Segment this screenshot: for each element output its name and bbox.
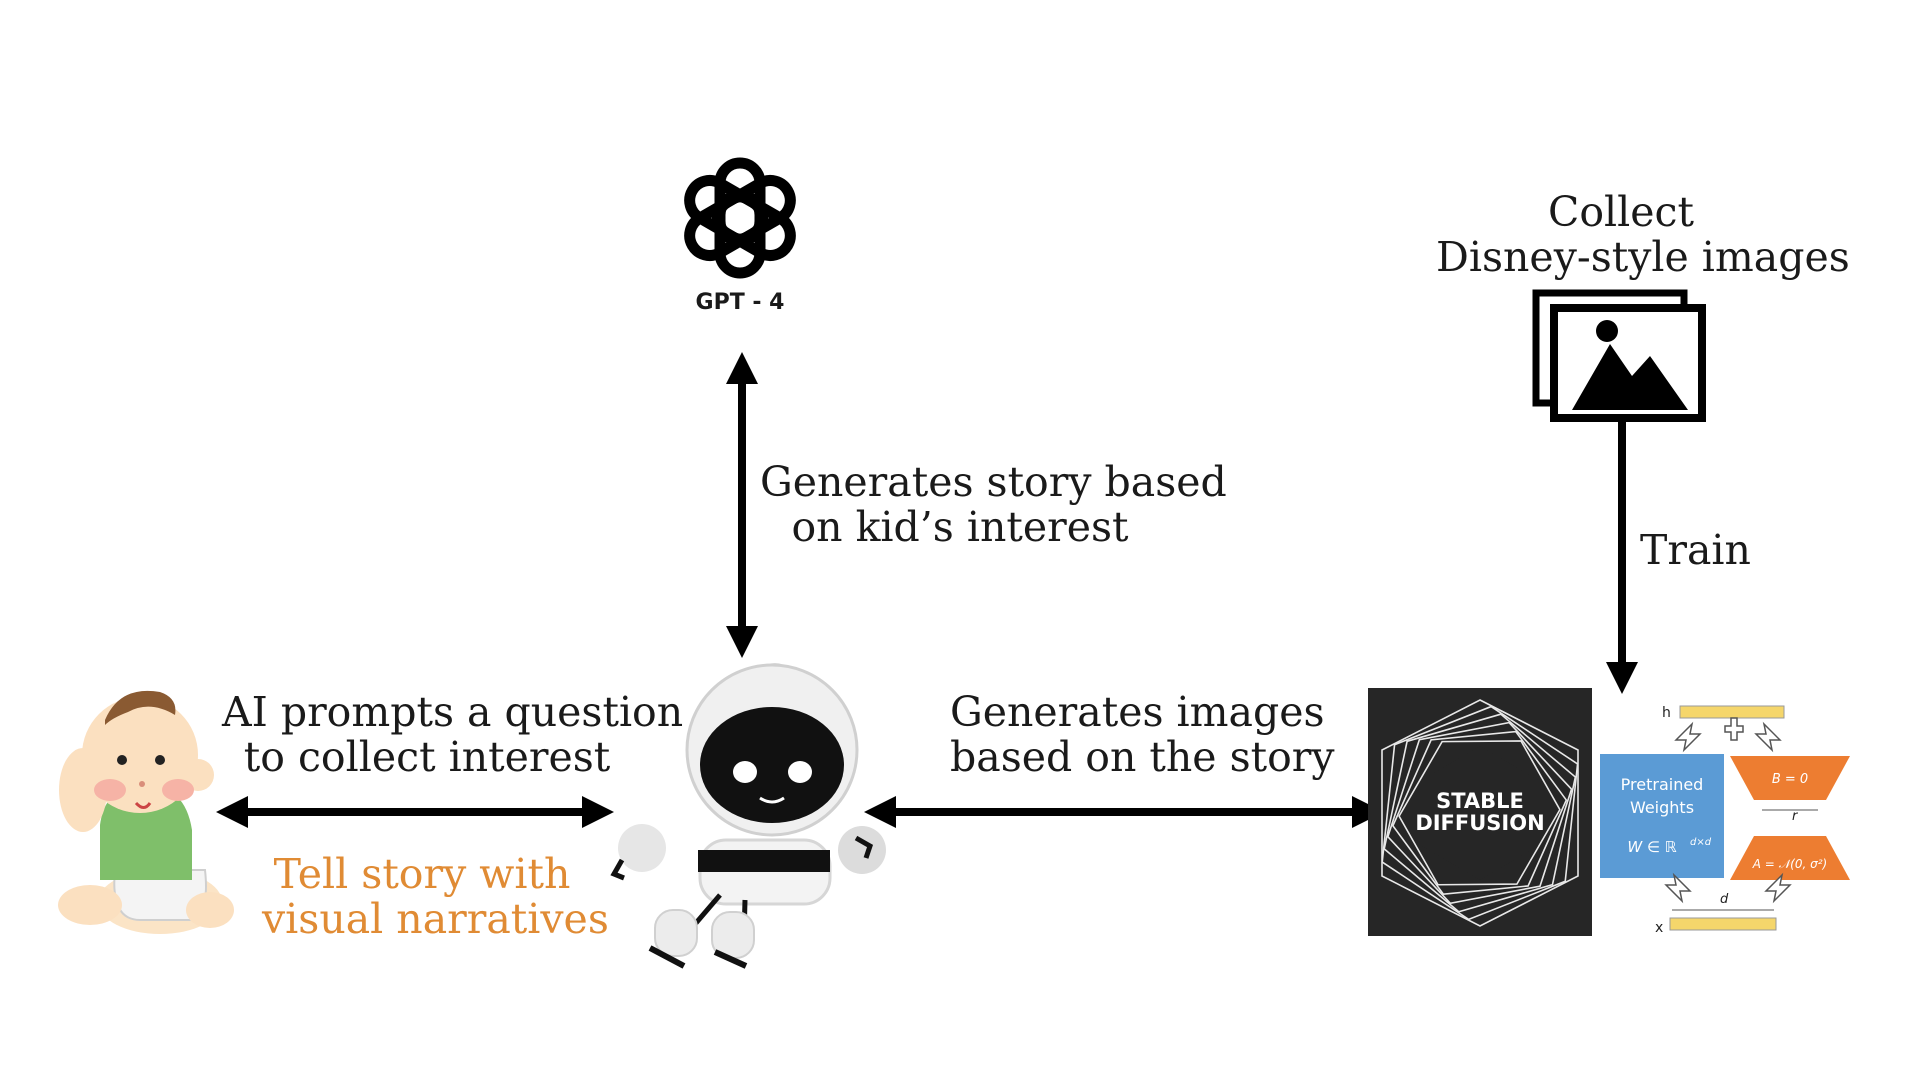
w-sup: d×d xyxy=(1690,837,1712,848)
prompt-label-line2: to collect interest xyxy=(243,733,611,781)
lora-h-label: h xyxy=(1662,705,1671,721)
images-label: Generates images based on the story xyxy=(950,688,1335,781)
tell-story-line2: visual narratives xyxy=(262,895,609,943)
tell-story-label: Tell story with visual narratives xyxy=(262,850,609,943)
pretrained-line2: Weights xyxy=(1630,798,1694,817)
images-label-line2: based on the story xyxy=(950,733,1335,781)
prompt-label-line1: AI prompts a question xyxy=(222,688,684,736)
train-label: Train xyxy=(1640,526,1751,574)
tell-story-line1: Tell story with xyxy=(273,850,571,898)
lora-r-label: r xyxy=(1792,809,1799,824)
a-formula: A = 𝒩(0, σ²) xyxy=(1752,857,1827,871)
w-formula: W ∈ ℝ xyxy=(1627,838,1676,856)
story-label: Generates story based on kid’s interest xyxy=(760,458,1227,551)
stable-diffusion-logo: STABLE DIFFUSION xyxy=(1368,688,1592,936)
collect-label-line1: Collect xyxy=(1548,188,1694,236)
lora-diagram: h Pretrained Weights W ∈ ℝ d×d B = 0 A =… xyxy=(1600,705,1850,936)
openai-logo-icon xyxy=(684,157,796,279)
gpt-label: GPT - 4 xyxy=(695,290,785,315)
lora-d-label: d xyxy=(1720,892,1729,907)
collect-label-line2: Disney-style images xyxy=(1436,233,1850,281)
story-label-line1: Generates story based xyxy=(760,458,1227,506)
lora-x-label: x xyxy=(1655,920,1663,936)
collect-label: Collect Disney-style images xyxy=(1436,188,1850,281)
baby-illustration xyxy=(58,690,234,934)
story-label-line2: on kid’s interest xyxy=(791,503,1129,551)
b-formula: B = 0 xyxy=(1772,772,1808,787)
images-label-line1: Generates images xyxy=(950,688,1325,736)
prompt-label: AI prompts a question to collect interes… xyxy=(222,688,684,781)
pretrained-line1: Pretrained xyxy=(1621,775,1704,794)
sd-line1: STABLE xyxy=(1436,789,1524,813)
sd-line2: DIFFUSION xyxy=(1415,811,1544,835)
robot-illustration xyxy=(610,663,886,969)
image-stack-icon xyxy=(1532,289,1706,422)
